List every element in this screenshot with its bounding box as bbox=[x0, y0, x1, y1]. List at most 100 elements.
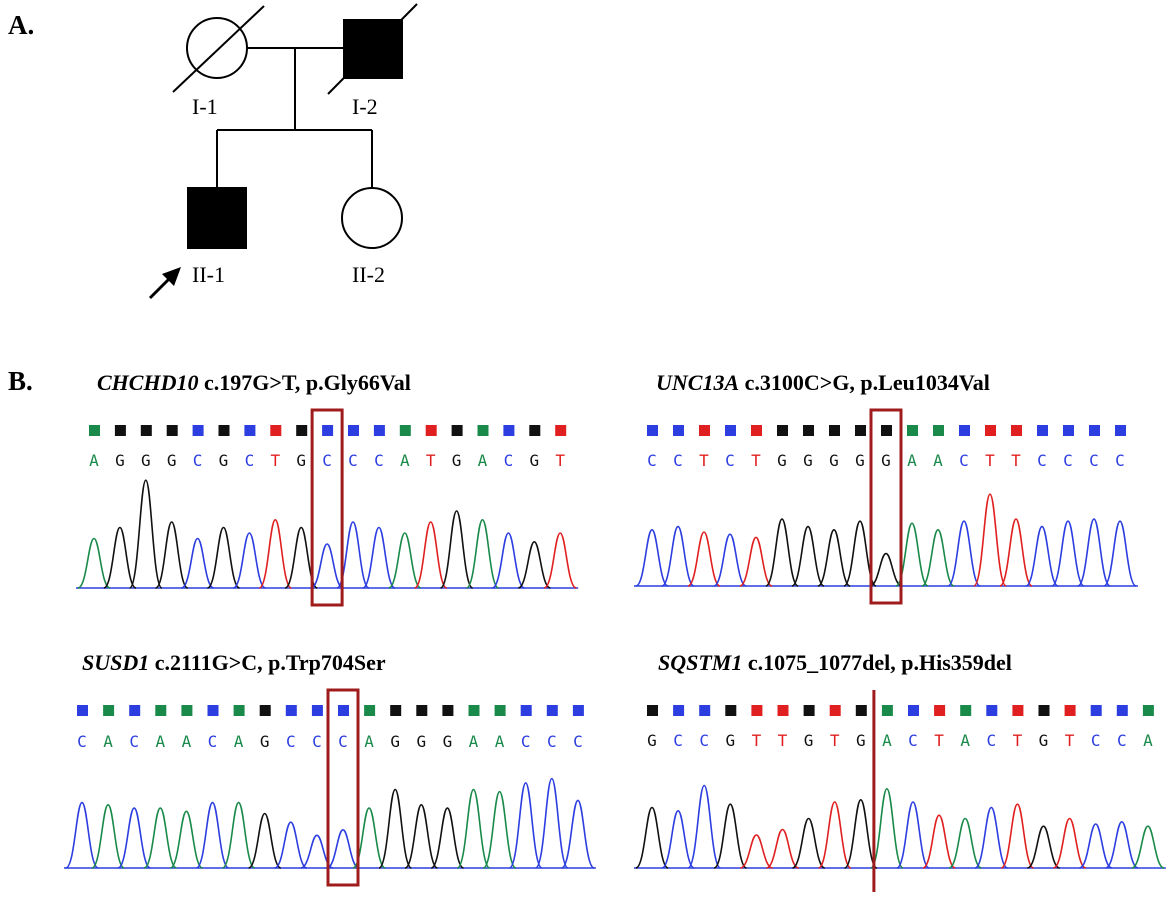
base-call: C bbox=[77, 732, 87, 751]
quality-bar bbox=[673, 705, 685, 716]
trace-peak bbox=[635, 529, 669, 587]
quality-bar bbox=[673, 425, 684, 436]
trace-peak bbox=[274, 821, 308, 869]
quality-bar bbox=[960, 705, 972, 716]
quality-bar bbox=[129, 705, 141, 716]
trace-peak bbox=[869, 552, 903, 587]
chromatogram-title-sqstm1: SQSTM1 c.1075_1077del, p.His359del bbox=[658, 650, 1012, 676]
trace-peak bbox=[792, 817, 826, 869]
base-call: G bbox=[881, 451, 891, 470]
base-call: C bbox=[699, 731, 709, 750]
quality-bar bbox=[181, 705, 193, 716]
trace-peak bbox=[791, 525, 825, 587]
trace-peak bbox=[895, 522, 929, 587]
quality-bar bbox=[572, 705, 584, 716]
base-call: C bbox=[986, 731, 996, 750]
quality-bar bbox=[725, 705, 737, 716]
pedigree-i1-symbol bbox=[186, 17, 248, 79]
base-call: C bbox=[322, 451, 332, 470]
trace-peak bbox=[947, 520, 981, 587]
quality-bar bbox=[908, 705, 919, 716]
quality-bar bbox=[494, 705, 506, 716]
trace-peak bbox=[248, 812, 282, 869]
quality-bar bbox=[296, 425, 308, 436]
trace-peak bbox=[817, 529, 851, 587]
trace-peak bbox=[181, 537, 215, 589]
base-call: A bbox=[469, 732, 479, 751]
quality-bar bbox=[192, 425, 204, 436]
gene-name-susd1: SUSD1 bbox=[82, 650, 150, 675]
trace-peak bbox=[439, 510, 474, 589]
panel-b-letter: B. bbox=[8, 366, 33, 396]
trace-peak bbox=[154, 521, 189, 589]
base-call: C bbox=[1115, 451, 1125, 470]
quality-bar bbox=[425, 425, 437, 436]
variant-susd1: c.2111G>C, p.Trp704Ser bbox=[154, 650, 386, 675]
quality-bar bbox=[647, 425, 658, 436]
pedigree-label-ii1: II-1 bbox=[192, 262, 225, 287]
trace-peak bbox=[284, 526, 319, 589]
trace-peak bbox=[221, 801, 256, 869]
trace-peak bbox=[922, 814, 956, 869]
quality-bar bbox=[285, 705, 297, 716]
panel-a-letter: A. bbox=[8, 10, 35, 40]
base-call: T bbox=[934, 731, 944, 750]
trace-peak bbox=[1077, 518, 1111, 587]
base-call: T bbox=[1013, 731, 1023, 750]
quality-bar bbox=[322, 425, 334, 436]
trace-peak bbox=[326, 829, 360, 869]
quality-bar bbox=[270, 425, 282, 436]
quality-bar bbox=[477, 425, 489, 436]
base-call: T bbox=[1065, 731, 1075, 750]
quality-bar bbox=[1012, 705, 1024, 716]
trace-peak bbox=[687, 531, 721, 587]
trace-peak bbox=[103, 526, 137, 589]
base-call: A bbox=[364, 732, 374, 751]
quality-bar bbox=[529, 425, 541, 436]
base-call: T bbox=[830, 731, 840, 750]
pedigree-label-i2: I-2 bbox=[352, 94, 378, 119]
base-call: G bbox=[1039, 731, 1049, 750]
trace-peak bbox=[77, 537, 111, 589]
base-call: C bbox=[1063, 451, 1073, 470]
base-call: A bbox=[907, 451, 917, 470]
base-call: G bbox=[829, 451, 839, 470]
trace-peak bbox=[543, 532, 577, 589]
trace-peak bbox=[843, 520, 877, 587]
trace-peak bbox=[817, 801, 852, 869]
base-call: G bbox=[647, 731, 657, 750]
trace-peak bbox=[508, 782, 543, 869]
base-call: C bbox=[129, 732, 139, 751]
trace-peak bbox=[1053, 817, 1087, 869]
quality-bar bbox=[233, 705, 245, 716]
variant-highlight-box bbox=[326, 688, 360, 887]
variant-highlight-box bbox=[310, 408, 344, 607]
gene-name-chchd10: CHCHD10 bbox=[97, 370, 199, 395]
quality-bar bbox=[699, 425, 710, 436]
quality-bar bbox=[114, 425, 126, 436]
chromatogram-title-susd1: SUSD1 c.2111G>C, p.Trp704Ser bbox=[82, 650, 386, 676]
pedigree-i1-deceased-slash bbox=[172, 5, 265, 93]
base-call: G bbox=[260, 732, 270, 751]
trace-peak bbox=[128, 479, 163, 589]
quality-bar bbox=[855, 425, 866, 436]
chromatogram-title-unc13a: UNC13A c.3100C>G, p.Leu1034Val bbox=[656, 370, 990, 396]
base-call: A bbox=[1143, 731, 1153, 750]
base-call: C bbox=[1089, 451, 1099, 470]
trace-peak bbox=[362, 526, 396, 589]
trace-peak bbox=[1103, 520, 1137, 587]
quality-bar bbox=[451, 425, 463, 436]
quality-bar bbox=[77, 705, 88, 716]
base-call: A bbox=[103, 732, 113, 751]
trace-peak bbox=[534, 777, 569, 869]
trace-peak bbox=[1000, 803, 1035, 869]
trace-peak bbox=[974, 806, 1009, 869]
trace-peak bbox=[661, 809, 695, 869]
base-call: A bbox=[495, 732, 505, 751]
quality-bar bbox=[881, 705, 893, 716]
quality-bar bbox=[829, 425, 840, 436]
trace-peak bbox=[713, 533, 747, 587]
trace-peak bbox=[635, 806, 669, 869]
quality-bar bbox=[1116, 705, 1128, 716]
